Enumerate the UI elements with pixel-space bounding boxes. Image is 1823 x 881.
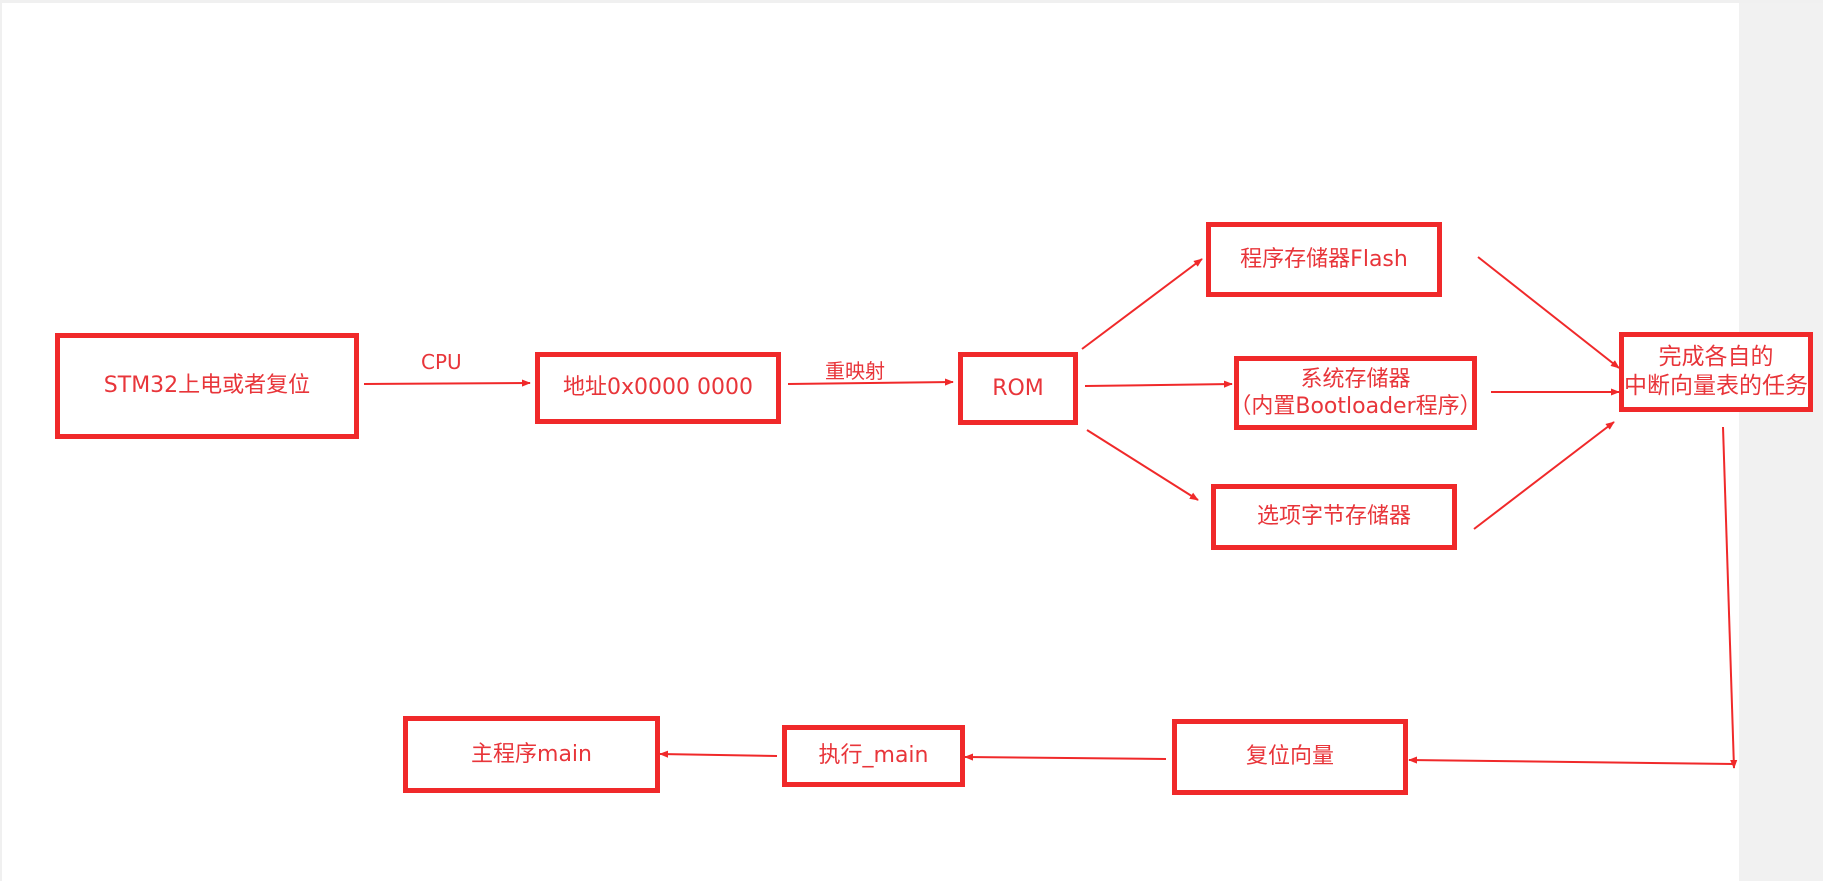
arrow-rom-to-flash bbox=[1081, 258, 1203, 350]
right-margin-strip bbox=[1739, 3, 1823, 881]
node-system-memory-line2: （内置Bootloader程序） bbox=[1229, 394, 1482, 419]
node-vector-table: 完成各自的 中断向量表的任务 bbox=[1619, 332, 1813, 412]
node-exec-main-label: 执行_main bbox=[818, 743, 929, 769]
edge-label-remap: 重映射 bbox=[825, 359, 885, 383]
arrow-vector-down bbox=[1722, 426, 1738, 769]
node-option-bytes-label: 选项字节存储器 bbox=[1256, 504, 1411, 530]
arrow-flash-to-vector bbox=[1477, 256, 1620, 369]
node-rom-label: ROM bbox=[992, 375, 1044, 401]
arrow-power-to-address bbox=[363, 379, 531, 387]
node-flash: 程序存储器Flash bbox=[1206, 222, 1442, 297]
node-address: 地址0x0000 0000 bbox=[535, 352, 781, 424]
node-flash-label: 程序存储器Flash bbox=[1240, 246, 1408, 272]
edge-label-cpu: CPU bbox=[421, 350, 462, 374]
node-option-bytes: 选项字节存储器 bbox=[1211, 484, 1457, 550]
arrow-option-to-vector bbox=[1473, 421, 1615, 530]
arrow-rom-to-sysmem bbox=[1084, 380, 1233, 388]
node-main-program: 主程序main bbox=[403, 716, 660, 793]
node-vector-table-line1: 完成各自的 bbox=[1658, 344, 1774, 371]
arrow-address-to-rom bbox=[787, 378, 954, 386]
node-main-program-label: 主程序main bbox=[471, 741, 592, 767]
node-power-on-label: STM32上电或者复位 bbox=[103, 373, 311, 399]
node-reset-vector: 复位向量 bbox=[1172, 719, 1408, 795]
node-reset-vector-label: 复位向量 bbox=[1245, 744, 1334, 770]
node-power-on: STM32上电或者复位 bbox=[55, 333, 359, 439]
arrow-reset-to-exec bbox=[964, 753, 1167, 761]
node-rom: ROM bbox=[958, 352, 1078, 425]
node-system-memory-line1: 系统存储器 bbox=[1300, 366, 1411, 392]
arrow-to-reset-vector bbox=[1408, 756, 1735, 765]
node-address-label: 地址0x0000 0000 bbox=[563, 375, 753, 401]
arrow-rom-to-option bbox=[1086, 429, 1199, 501]
node-system-memory: 系统存储器 （内置Bootloader程序） bbox=[1229, 356, 1482, 430]
arrow-exec-to-main bbox=[659, 750, 778, 758]
node-exec-main: 执行_main bbox=[782, 725, 965, 787]
node-vector-table-line2: 中断向量表的任务 bbox=[1624, 373, 1808, 399]
